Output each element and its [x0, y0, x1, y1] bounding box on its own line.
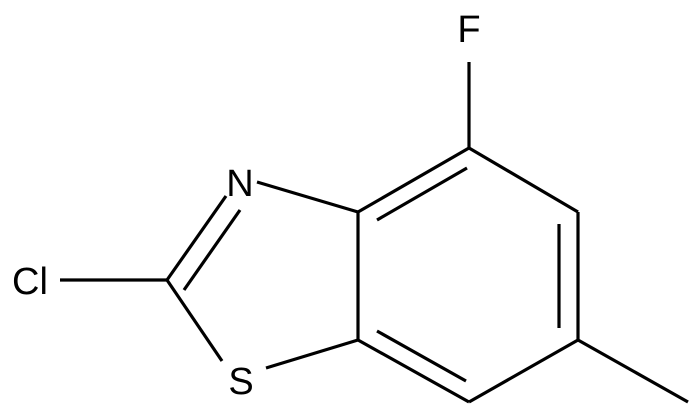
atom-label-fluorine: F: [457, 9, 480, 51]
atom-label-chlorine: Cl: [12, 261, 48, 303]
bond-c4-c5: [468, 146, 579, 214]
bond-c7-c7a: [357, 338, 470, 404]
bond-n-c2-double: [182, 209, 242, 291]
bond-c2-s: [165, 279, 224, 362]
atom-label-sulfur: S: [228, 361, 253, 403]
bond-n-c2: [165, 195, 228, 281]
bond-c3a-c4: [357, 146, 470, 214]
bond-c6-c7: [468, 338, 579, 404]
bond-c7-c7a-inner: [376, 329, 467, 383]
bond-s-c7a: [265, 338, 359, 370]
bond-c3a-c4-inner: [376, 166, 468, 222]
atom-label-nitrogen: N: [226, 163, 253, 205]
bond-c3a-n: [256, 180, 359, 214]
bond-c6-methyl: [577, 338, 689, 404]
